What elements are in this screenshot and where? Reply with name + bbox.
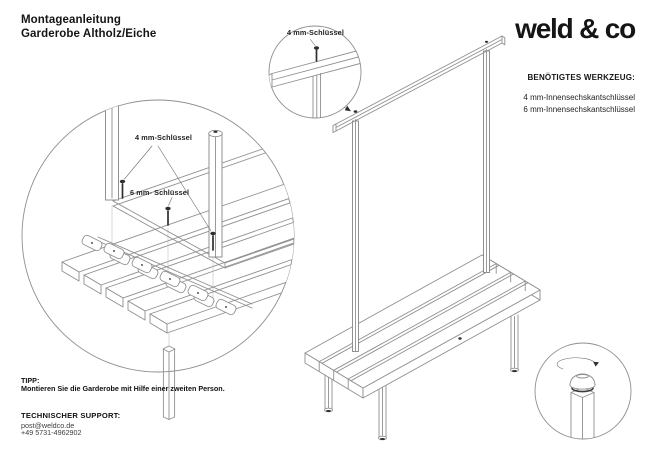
tip-text: Montieren Sie die Garderobe mit Hilfe ei… — [21, 384, 225, 394]
detail-loose-leg — [162, 345, 176, 420]
brand-logo: weld & co — [515, 13, 636, 44]
seat-screw-dot — [458, 337, 462, 340]
required-tools-heading: BENÖTIGTES WERKZEUG: — [527, 73, 635, 82]
tip-heading: TIPP: — [21, 376, 40, 385]
required-tools-block: BENÖTIGTES WERKZEUG: 4 mm-Innensechskant… — [523, 73, 635, 115]
main-assembly-drawing — [304, 35, 541, 441]
page-title: Montageanleitung Garderobe Altholz/Eiche — [21, 14, 156, 41]
bench-seat — [304, 254, 541, 399]
rail-joint-screw-left — [353, 110, 358, 113]
page-title-line2: Garderobe Altholz/Eiche — [21, 27, 157, 40]
page-title-line1: Montageanleitung — [21, 14, 121, 26]
detail-circle-frame-assembly — [21, 99, 295, 420]
callout-label-rail-joint: 4 mm-Schlüssel — [287, 28, 344, 37]
right-post — [483, 49, 490, 273]
rail-joint-screw-right — [484, 40, 489, 43]
bracket-plates — [81, 234, 237, 316]
callout-label-frame-seat: 6 mm- Schlüssel — [130, 188, 190, 197]
detail-slats — [61, 170, 294, 334]
detail-left-post — [105, 100, 119, 201]
tip-block: TIPP: Montieren Sie die Garderobe mit Hi… — [21, 376, 225, 394]
hex-screw-4mm-left — [119, 179, 126, 199]
tool-item-6mm: 6 mm-Innensechskantschlüssel — [523, 104, 635, 114]
bench-leg-front-right — [510, 314, 519, 373]
tool-item-4mm: 4 mm-Innensechskantschlüssel — [523, 93, 635, 102]
hex-screw-4mm-right — [210, 231, 216, 251]
rotate-arrow-icon — [556, 357, 599, 370]
detail-circle-rail-joint — [268, 25, 362, 119]
support-heading: TECHNISCHER SUPPORT: — [21, 411, 121, 420]
left-post — [352, 119, 359, 352]
detail-circle-leveling-foot — [534, 342, 632, 440]
support-email: post@weldco.de — [21, 420, 75, 430]
support-block: TECHNISCHER SUPPORT: post@weldco.de +49 … — [21, 411, 120, 437]
hex-screw-6mm — [165, 206, 171, 226]
support-phone: +49 5731-4962902 — [21, 428, 82, 438]
detail-right-post — [208, 129, 223, 258]
callout-label-frame-post: 4 mm-Schlüssel — [135, 133, 192, 142]
clothes-rail — [332, 35, 506, 133]
